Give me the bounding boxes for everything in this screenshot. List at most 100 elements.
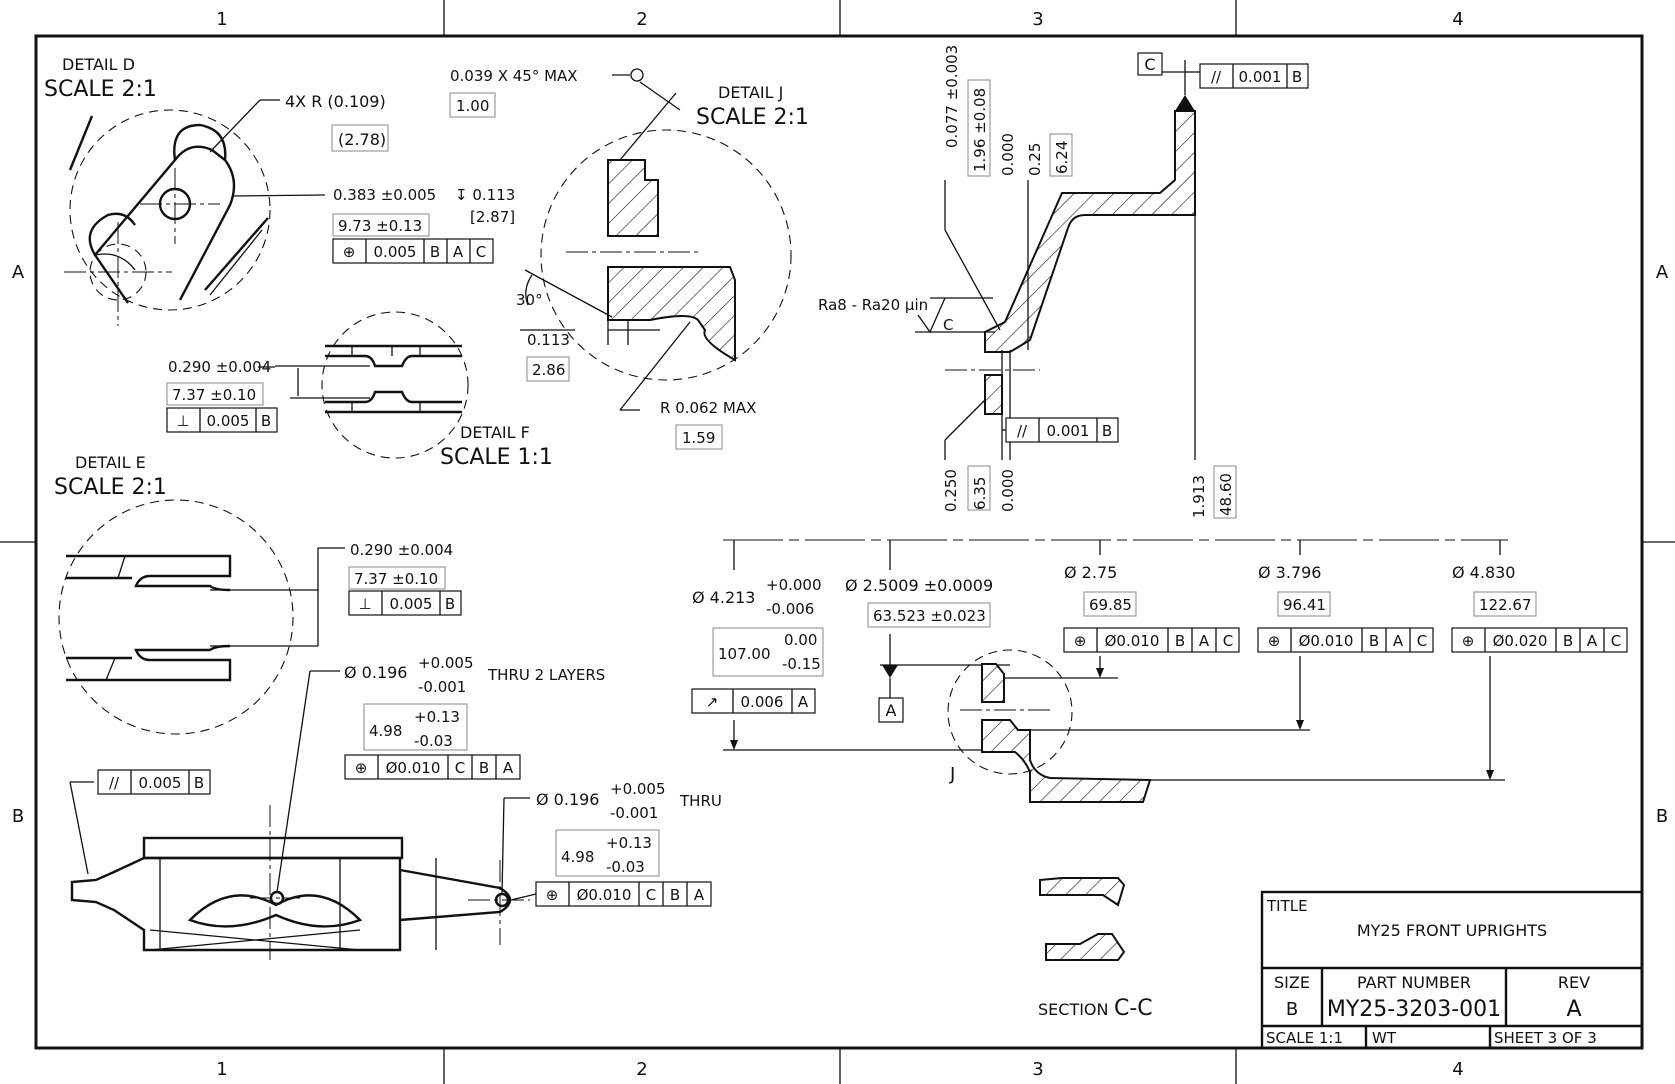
section-id: C-C xyxy=(1114,996,1153,1021)
detail-d-view: DETAIL D SCALE 2:1 4X R (0.109) (2.78) 0… xyxy=(44,55,515,326)
dim-d-radius: 4X R (0.109) xyxy=(285,92,386,111)
svg-text:A: A xyxy=(453,243,464,261)
svg-text:0.006: 0.006 xyxy=(741,693,784,711)
dim-dia-4213-mm-plus: 0.00 xyxy=(784,631,817,649)
dim-f-thk-mm: 7.37 ±0.10 xyxy=(172,386,256,404)
dim-hole2-mm-plus: +0.13 xyxy=(606,834,652,852)
weight-label: WT xyxy=(1372,1029,1397,1047)
svg-text:A: A xyxy=(798,693,809,711)
svg-text:Ø0.010: Ø0.010 xyxy=(577,886,632,904)
detail-f-title: DETAIL F xyxy=(460,423,530,442)
dim-dia-4830: Ø 4.830 xyxy=(1452,563,1515,582)
dim-hole2-plus: +0.005 xyxy=(610,780,666,798)
fcf-par-side-symbol: // xyxy=(109,774,120,792)
section-title: SECTION xyxy=(1038,1000,1109,1019)
dim-hole1-mm-minus: -0.03 xyxy=(414,732,453,750)
dim-hole1: Ø 0.196 xyxy=(344,663,407,682)
fcf-par-side: // 0.005 B xyxy=(97,769,211,795)
dim-j-radius-mm: 1.59 xyxy=(682,429,715,447)
svg-text:0.001: 0.001 xyxy=(1239,68,1282,86)
dim-dia-25009: Ø 2.5009 ±0.0009 xyxy=(845,576,993,595)
title-label: TITLE xyxy=(1266,897,1308,915)
dim-e-thk-mm: 7.37 ±0.10 xyxy=(354,570,438,588)
sheet-number: SHEET 3 OF 3 xyxy=(1494,1029,1597,1047)
dim-v-025: 0.25 xyxy=(1026,143,1044,176)
svg-text:Ø0.010: Ø0.010 xyxy=(1105,632,1160,650)
svg-text:B: B xyxy=(670,886,680,904)
fcf-f-perp: ⊥ 0.005 B xyxy=(166,407,278,433)
svg-text:B: B xyxy=(1563,632,1573,650)
detail-d-scale: SCALE 2:1 xyxy=(44,77,157,102)
roughness-symbol: Ra8 - Ra20 µin C xyxy=(818,296,995,334)
dim-dia-3796-mm: 96.41 xyxy=(1283,596,1326,614)
dim-dia-4213-mm-minus: -0.15 xyxy=(782,655,821,673)
dim-hole1-minus: -0.001 xyxy=(418,678,466,696)
dim-v-0077: 0.077 ±0.003 xyxy=(943,45,961,148)
datum-c: C xyxy=(1144,55,1155,74)
detail-f-view: 0.290 ±0.004 7.37 ±0.10 ⊥ 0.005 B DETAIL… xyxy=(166,311,553,470)
svg-text:B: B xyxy=(1292,68,1302,86)
fcf-f-perp-symbol: ⊥ xyxy=(176,412,189,430)
zone-col-3-top: 3 xyxy=(1032,9,1043,30)
svg-text:0.005: 0.005 xyxy=(374,243,417,261)
detail-j-marker: J xyxy=(949,764,955,785)
scale-label: SCALE 1:1 xyxy=(1266,1029,1343,1047)
fcf-e-perp-symbol: ⊥ xyxy=(358,595,371,613)
dim-f-thk: 0.290 ±0.004 xyxy=(168,358,271,376)
zone-col-3-bottom: 3 xyxy=(1032,1059,1043,1080)
svg-text:A: A xyxy=(1393,632,1404,650)
dim-v-0000a: 0.000 xyxy=(999,133,1017,176)
fcf-par-mid: // 0.001 B xyxy=(1005,417,1119,443)
detail-f-scale: SCALE 1:1 xyxy=(440,445,553,470)
dim-hole2-mm: 4.98 xyxy=(561,848,594,866)
fcf-dia-4830-symbol: ⊕ xyxy=(1462,632,1475,650)
fcf-runout-symbol: ↗ xyxy=(706,693,719,711)
roughness-label: Ra8 - Ra20 µin xyxy=(818,296,928,314)
svg-text:0.005: 0.005 xyxy=(390,595,433,613)
detail-j-scale: SCALE 2:1 xyxy=(696,105,809,130)
dim-hole2: Ø 0.196 xyxy=(536,790,599,809)
dim-v-196: 1.96 ±0.08 xyxy=(971,88,989,172)
svg-text:B: B xyxy=(261,412,271,430)
svg-text:0.005: 0.005 xyxy=(139,774,182,792)
svg-text:B: B xyxy=(445,595,455,613)
dim-angle: 30° xyxy=(516,291,543,309)
dim-hole2-mm-minus: -0.03 xyxy=(606,858,645,876)
fcf-dia-275: ⊕ Ø0.010 B A C xyxy=(1063,627,1240,653)
svg-text:C: C xyxy=(1611,632,1621,650)
svg-text:A: A xyxy=(1199,632,1210,650)
detail-e-view: DETAIL E SCALE 2:1 0.290 ±0.004 7.37 ±0.… xyxy=(54,453,462,735)
dim-d-pos: 0.383 ±0.005 xyxy=(333,186,436,204)
revision: A xyxy=(1566,997,1581,1022)
svg-text:B: B xyxy=(1175,632,1185,650)
fcf-par-mid-symbol: // xyxy=(1017,422,1028,440)
title-block: TITLE MY25 FRONT UPRIGHTS SIZE B PART NU… xyxy=(1260,890,1644,1050)
zone-col-2-bottom: 2 xyxy=(636,1059,647,1080)
svg-text:A: A xyxy=(503,759,514,777)
dim-d-depth: ↧ 0.113 xyxy=(455,186,515,204)
svg-text:C: C xyxy=(646,886,656,904)
zone-row-b-left: B xyxy=(12,806,24,827)
svg-text:B: B xyxy=(194,774,204,792)
dim-dia-4213-mm: 107.00 xyxy=(718,645,771,663)
zone-col-1-bottom: 1 xyxy=(216,1059,227,1080)
svg-text:A: A xyxy=(1587,632,1598,650)
detail-d-title: DETAIL D xyxy=(62,55,135,74)
svg-text:Ø0.010: Ø0.010 xyxy=(386,759,441,777)
section-c-c: SECTION C-C xyxy=(1038,877,1153,1021)
svg-text:0.005: 0.005 xyxy=(207,412,250,430)
fcf-dia-4830: ⊕ Ø0.020 B A C xyxy=(1451,627,1628,653)
size-label: SIZE xyxy=(1274,973,1310,992)
dim-j-len: 0.113 xyxy=(527,331,570,349)
fcf-hole1-symbol: ⊕ xyxy=(355,759,368,777)
fcf-runout: ↗ 0.006 A xyxy=(691,688,816,714)
svg-text:0.001: 0.001 xyxy=(1047,422,1090,440)
detail-e-title: DETAIL E xyxy=(75,453,146,472)
dim-hole1-mm-plus: +0.13 xyxy=(414,708,460,726)
dim-hole2-note: THRU xyxy=(679,792,722,810)
fcf-hole2-symbol: ⊕ xyxy=(546,886,559,904)
dim-j-len-mm: 2.86 xyxy=(532,361,565,379)
dim-d-radius-mm: (2.78) xyxy=(338,130,386,149)
